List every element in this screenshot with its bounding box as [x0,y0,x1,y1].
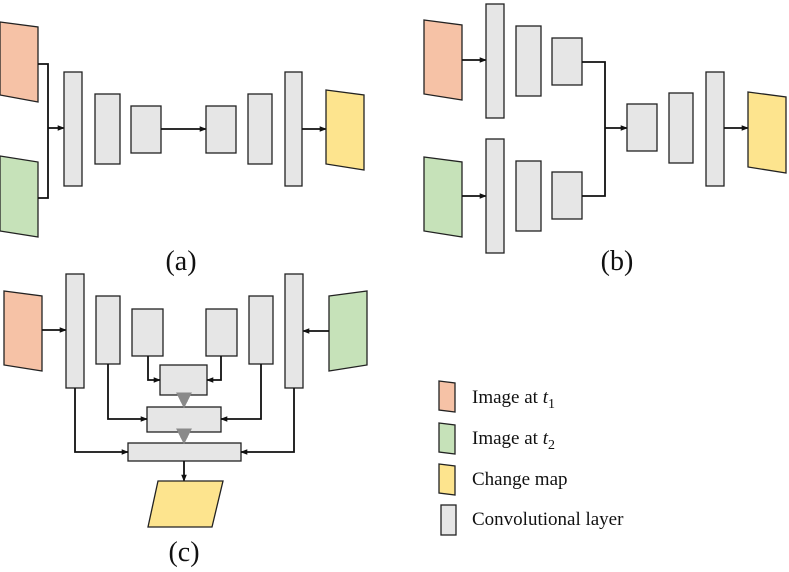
panel-a-change-map [325,89,365,171]
legend-swatch-image-t2 [438,422,456,455]
panel-c-skip-wire-level3-left [147,356,161,383]
panel-c-right-layer-1 [284,273,304,389]
panel-a-decoder-layer-2 [247,93,273,165]
panel-c-fusion-block-2 [146,406,222,433]
panel-c-left-layer-3 [131,308,164,357]
panel-b-decoder-layer-3 [705,71,725,187]
panel-b-decoder-layer-1 [626,103,658,152]
panel-a-decoder-layer-1 [205,105,237,154]
panel-c-image-t1 [3,290,43,372]
legend-item-image-t1: Image at t1 [438,380,555,413]
panel-b-branch1-layer-2 [515,25,542,97]
legend-label-image-t2: Image at t2 [472,428,555,453]
panel-c-change-map [147,480,224,528]
panel-c-left-layer-1 [65,273,85,389]
panel-b-branch2-layer-2 [515,160,542,232]
panel-c-image-t2 [328,290,368,372]
legend: Image at t1 Image at t2 Change map Convo… [438,380,624,536]
panel-a-image-t2 [0,155,39,238]
legend-label-change-map: Change map [472,469,568,490]
legend-item-conv-layer: Convolutional layer [440,504,624,536]
panel-a-encoder-layer-2 [94,93,121,165]
panel-a-label: (a) [165,246,196,277]
panel-a-early-fusion: (a) [0,21,365,277]
panel-b-label: (b) [601,246,634,277]
panel-c-multiscale-fusion: (c) [3,273,368,568]
panel-c-right-layer-2 [248,295,274,365]
panel-b-branch2-layer-1 [485,138,505,254]
legend-label-conv-layer: Convolutional layer [472,509,624,530]
panel-b-image-t2 [423,156,463,238]
panel-c-fusion-block-1 [159,364,208,396]
panel-b-change-map [747,91,787,174]
panel-b-image-t1 [423,19,463,101]
panel-b-decoder-layer-2 [668,92,694,164]
panel-b-late-fusion: (b) [423,3,787,277]
legend-swatch-image-t1 [438,380,456,413]
panel-c-left-layer-2 [95,295,121,365]
panel-c-skip-wire-level3-right [206,356,222,383]
panel-c-skip-wire-level2-left [107,364,148,422]
legend-swatch-conv-layer [440,504,457,536]
legend-item-image-t2: Image at t2 [438,422,555,455]
legend-label-image-t1: Image at t1 [472,387,555,412]
panel-c-skip-wire-level1-right [240,388,295,455]
panel-a-encoder-layer-3 [130,105,162,154]
panel-b-branch1-layer-1 [485,3,505,119]
legend-swatch-change-map [438,463,456,496]
panel-b-branch2-layer-3 [551,171,583,220]
panel-a-encoder-layer-1 [63,71,83,187]
panel-b-branch1-layer-3 [551,37,583,86]
panel-c-label: (c) [168,537,199,568]
panel-c-fusion-block-3 [127,442,242,462]
panel-a-fusion-wires [38,63,64,199]
panel-c-skip-wire-level2-right [220,364,262,422]
panel-c-right-layer-3 [205,308,238,357]
panel-b-fusion-wires [582,61,627,197]
panel-c-skip-wire-level1-left [74,388,129,455]
panel-a-image-t1 [0,21,39,103]
legend-item-change-map: Change map [438,463,568,496]
panel-a-decoder-layer-3 [284,71,303,187]
